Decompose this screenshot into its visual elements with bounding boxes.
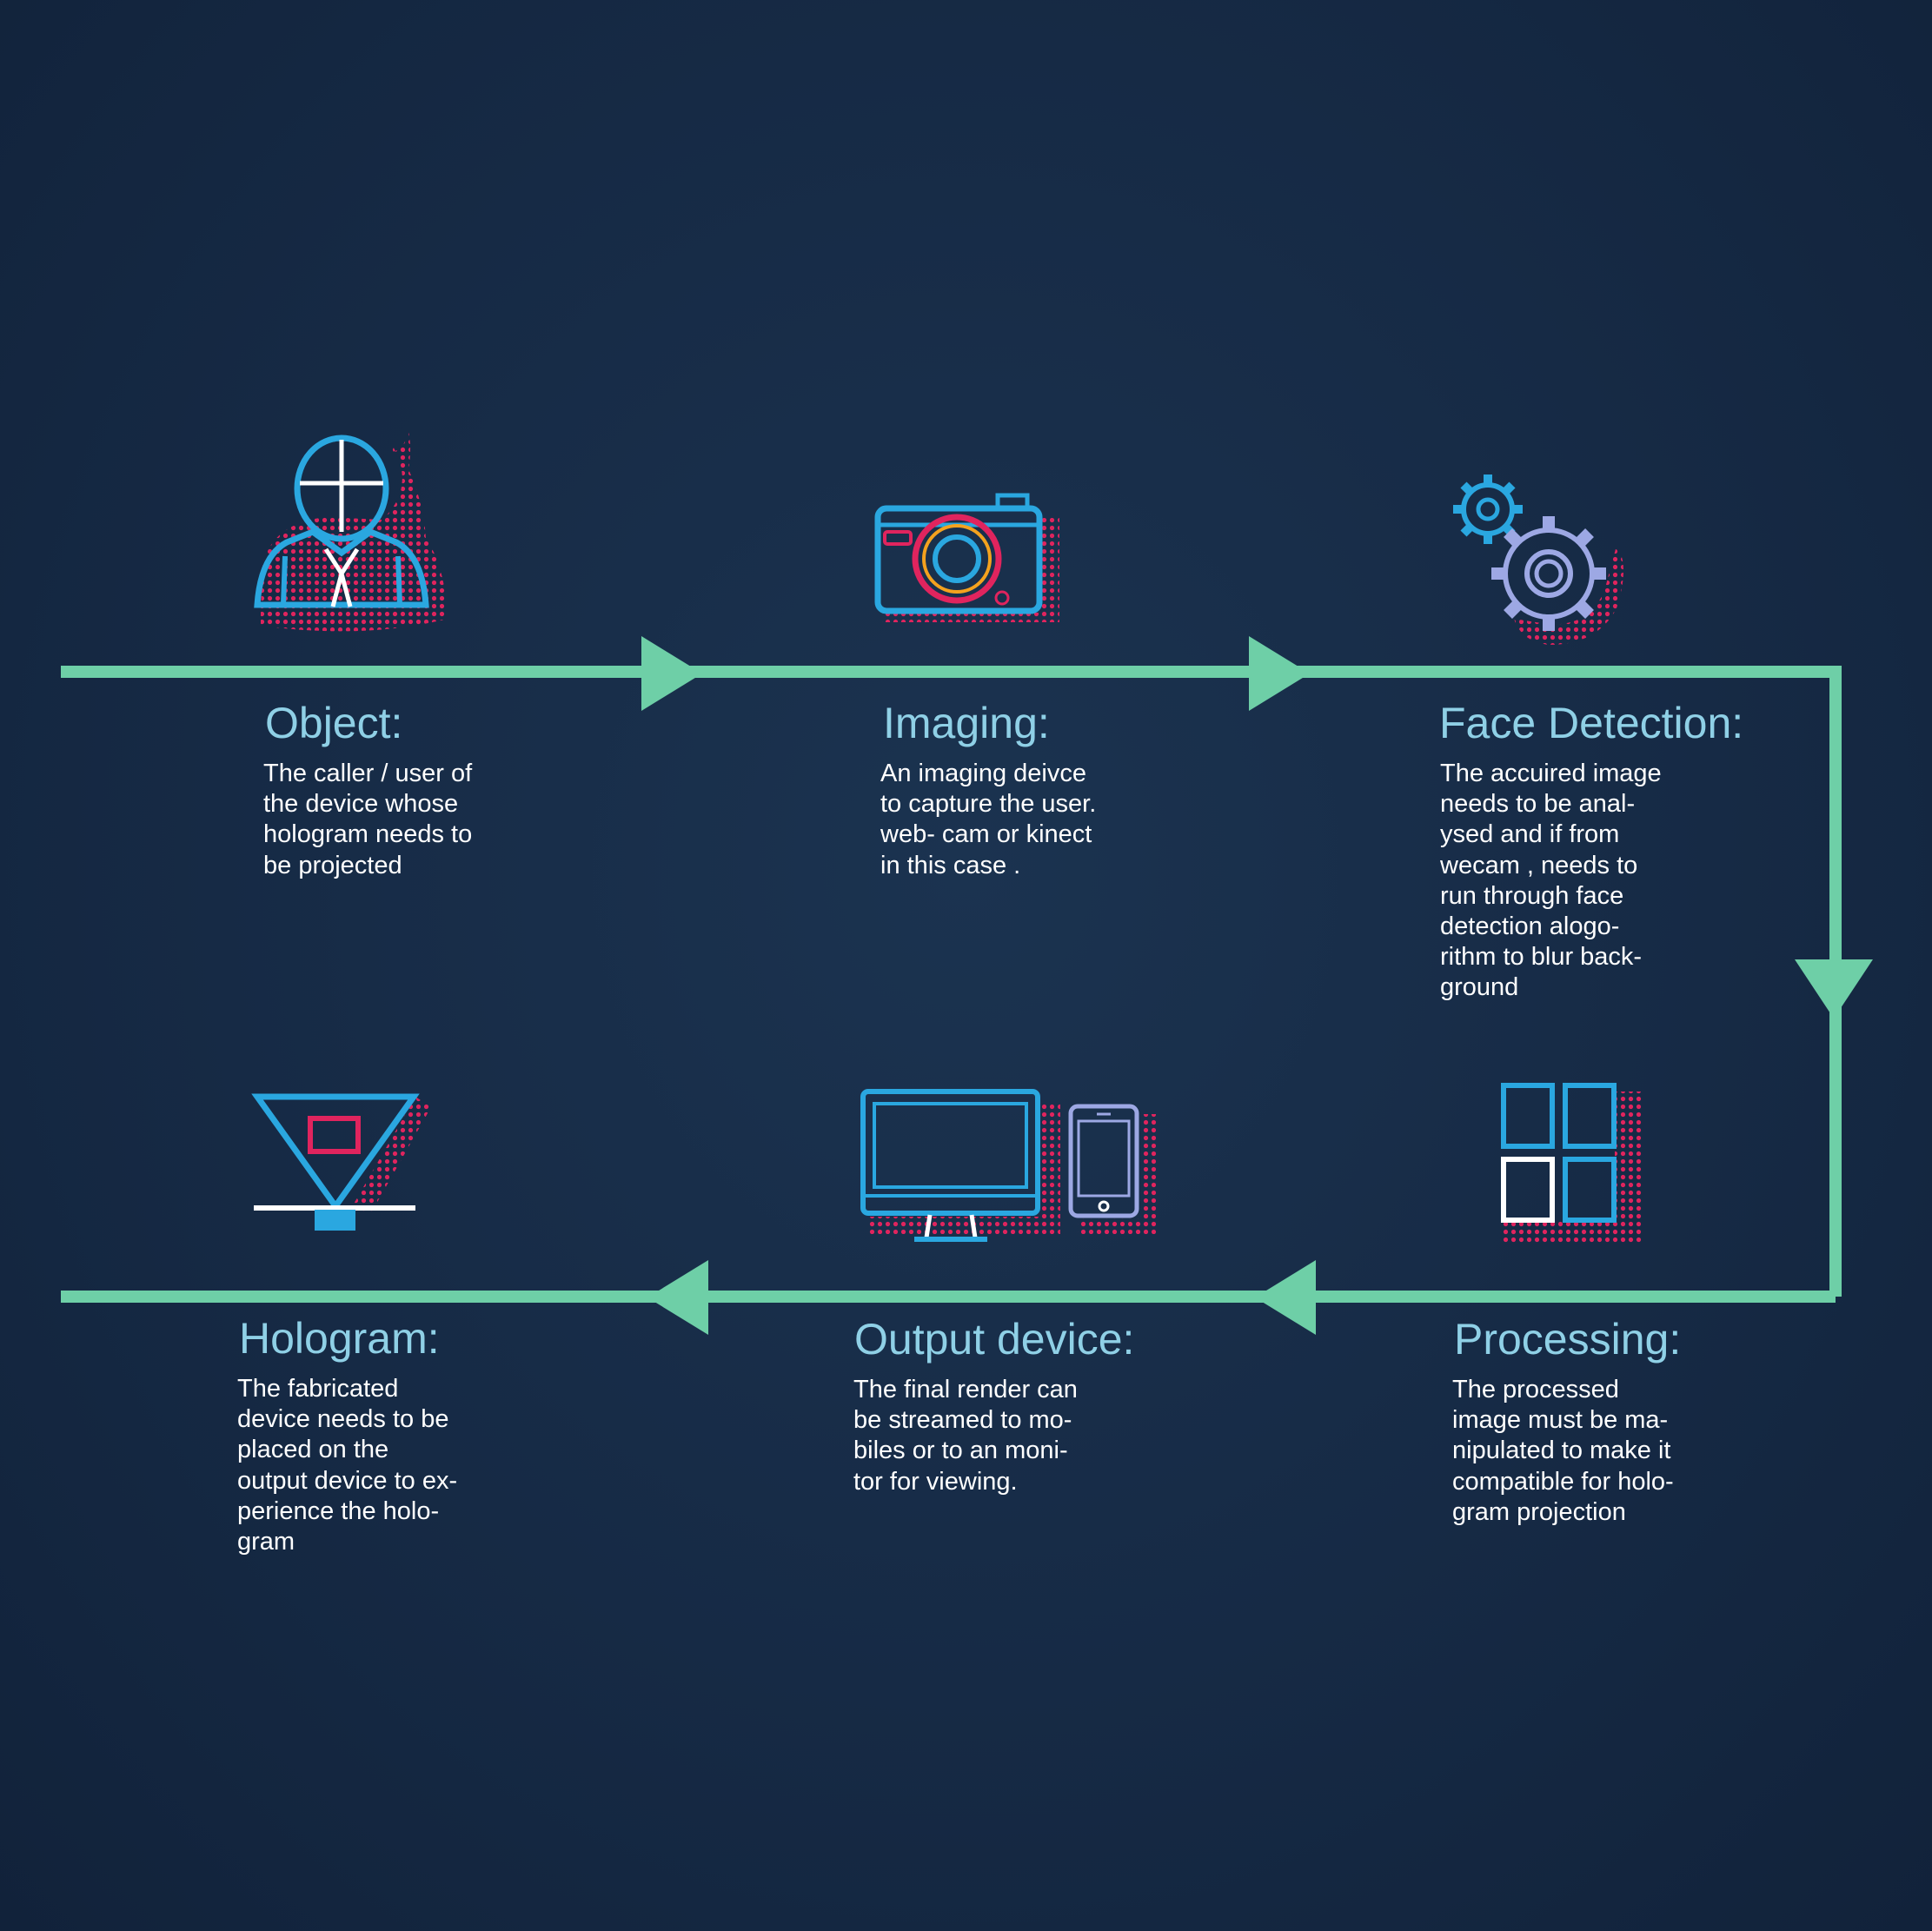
step-title-object: Object: bbox=[265, 699, 403, 747]
step-title-face-detection: Face Detection: bbox=[1439, 699, 1744, 747]
step-description-hologram: The fabricated device needs to be placed… bbox=[237, 1375, 458, 1556]
step-title-output-device: Output device: bbox=[854, 1315, 1135, 1364]
monitor-and-phone-icon bbox=[860, 1089, 1156, 1242]
person-icon bbox=[254, 426, 448, 632]
camera-icon bbox=[874, 493, 1059, 622]
step-description-face-detection: The accuired image needs to be anal- yse… bbox=[1440, 760, 1662, 1002]
step-description-imaging: An imaging deivce to capture the user. w… bbox=[880, 760, 1097, 879]
flow-arrows bbox=[641, 636, 1873, 1335]
step-description-output-device: The final render can be streamed to mo- … bbox=[853, 1376, 1078, 1496]
gears-icon bbox=[1453, 474, 1623, 645]
arrow-right-icon bbox=[641, 636, 702, 711]
grid-icon bbox=[1500, 1083, 1643, 1243]
step-description-object: The caller / user of the device whose ho… bbox=[263, 760, 473, 879]
arrow-right-icon bbox=[1249, 636, 1310, 711]
step-title-hologram: Hologram: bbox=[239, 1314, 440, 1363]
step-title-imaging: Imaging: bbox=[883, 699, 1050, 747]
hologram-projector-icon bbox=[251, 1093, 431, 1231]
step-title-processing: Processing: bbox=[1454, 1315, 1682, 1364]
arrow-down-icon bbox=[1795, 959, 1873, 1019]
arrow-left-icon bbox=[647, 1260, 708, 1335]
arrow-left-icon bbox=[1255, 1260, 1316, 1335]
step-description-processing: The processed image must be ma- nipulate… bbox=[1452, 1376, 1674, 1526]
